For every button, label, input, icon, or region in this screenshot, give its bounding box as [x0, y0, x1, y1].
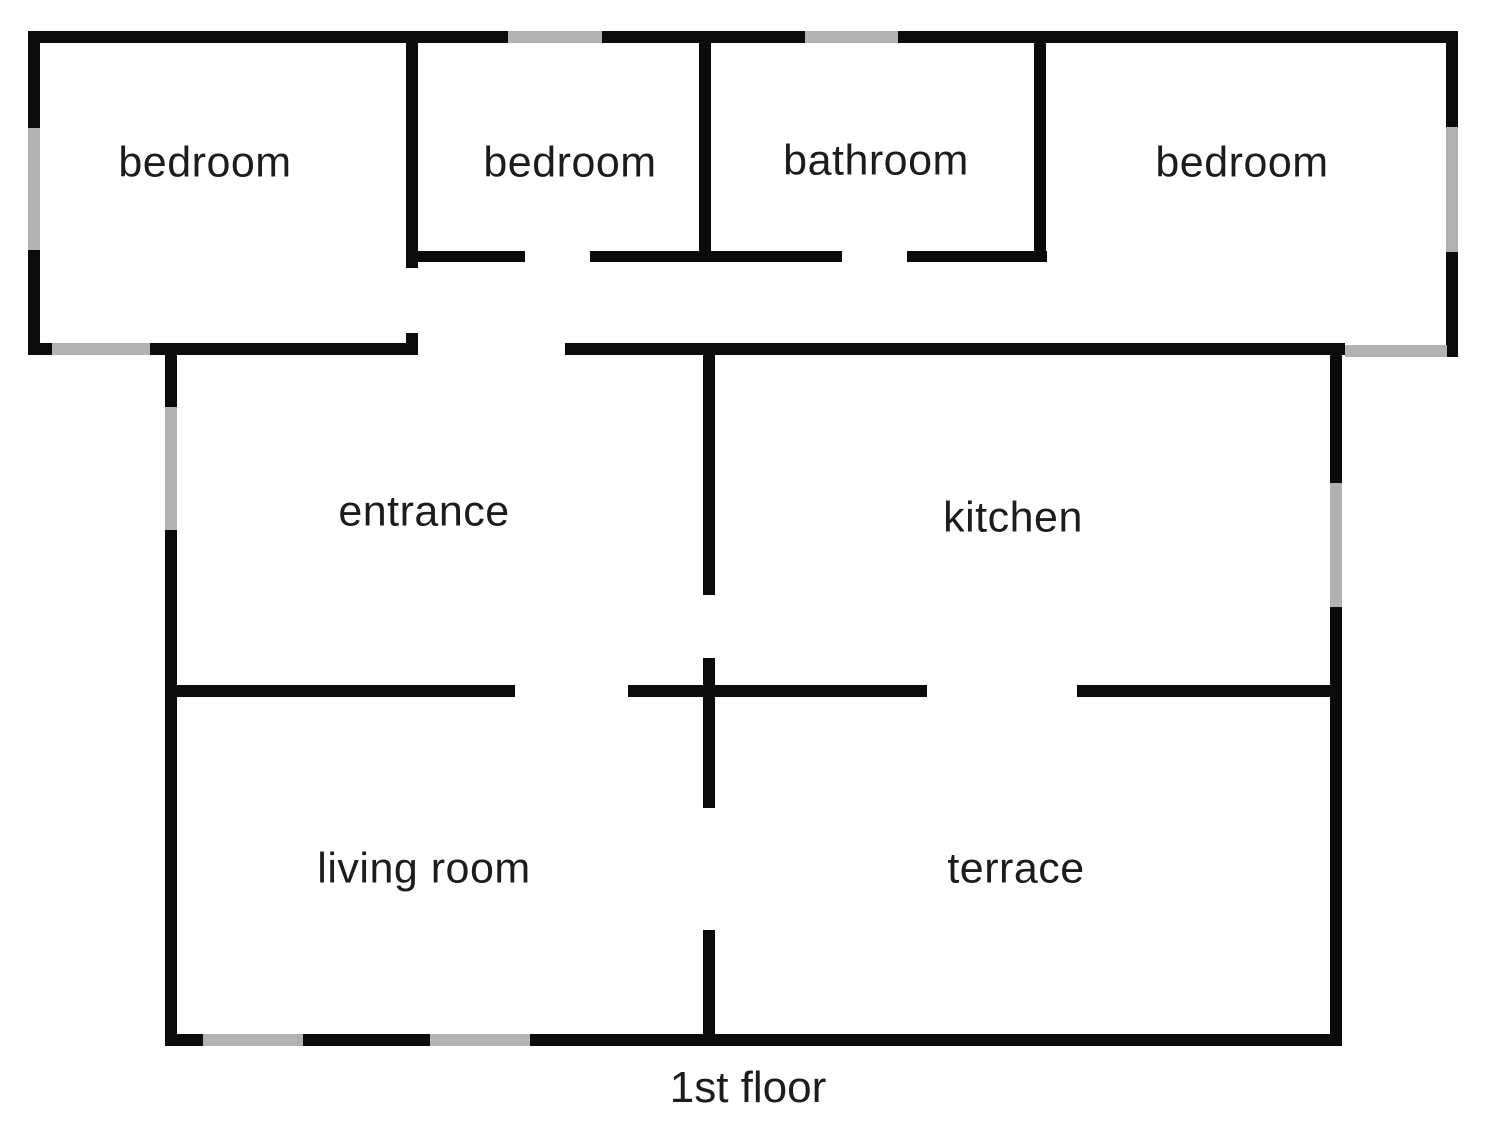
- wall-segment-outer-bottom: [165, 1034, 1342, 1046]
- wall-segment-corridor-north-c: [907, 251, 1047, 262]
- wall-segment-corridor-south: [565, 343, 1345, 355]
- floor-title: 1st floor: [669, 1063, 827, 1112]
- room-label-bathroom: bathroom: [783, 136, 969, 185]
- window-marker-window-top-bedroom2: [508, 31, 602, 43]
- wall-segment-living-terrace-divider-a: [703, 697, 715, 808]
- room-label-kitchen: kitchen: [943, 493, 1083, 542]
- wall-segment-entrance-kitchen-divider-a: [703, 354, 715, 595]
- room-label-bedroom-1: bedroom: [118, 138, 292, 187]
- wall-segment-bedroom1-2-divider-stub: [406, 333, 418, 355]
- window-marker-window-kitchen-right: [1330, 483, 1342, 607]
- room-label-living-room: living room: [317, 844, 531, 893]
- room-label-terrace: terrace: [947, 844, 1085, 893]
- wall-segment-bedroom2-bathroom-divider: [699, 42, 711, 254]
- window-marker-window-top-bathroom: [805, 31, 898, 43]
- wall-segment-mid-horizontal-c: [1077, 685, 1342, 697]
- wall-segment-mid-horizontal-b: [628, 685, 927, 697]
- wall-segment-bedroom1-2-divider: [406, 42, 418, 268]
- wall-segment-right-wall-lower: [1330, 354, 1342, 1046]
- window-marker-window-bedroom3-bottom: [1345, 345, 1447, 357]
- wall-segment-corridor-north-b: [590, 251, 842, 262]
- window-marker-window-right-bedroom3: [1446, 127, 1458, 252]
- wall-segment-corridor-north-a: [406, 251, 525, 262]
- window-marker-window-living-bottom-1: [203, 1034, 303, 1046]
- room-label-bedroom-2: bedroom: [483, 138, 657, 187]
- window-marker-window-left-bedroom1: [28, 128, 40, 250]
- wall-segment-outer-top: [28, 31, 1458, 43]
- window-marker-window-bedroom1-bottom: [52, 343, 150, 355]
- room-label-entrance: entrance: [338, 487, 510, 536]
- window-marker-window-entrance-left: [165, 407, 177, 530]
- window-marker-window-living-bottom-2: [430, 1034, 530, 1046]
- wall-segment-bathroom-bedroom3-divider: [1034, 42, 1046, 254]
- wall-segment-living-terrace-divider-b: [703, 930, 715, 1046]
- wall-segment-mid-horizontal-a: [165, 685, 515, 697]
- room-label-bedroom-3: bedroom: [1155, 138, 1329, 187]
